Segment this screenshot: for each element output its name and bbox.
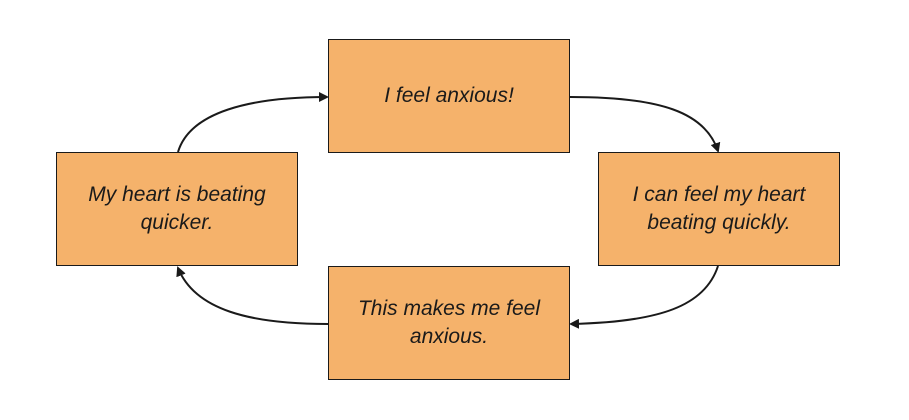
step-text-can-feel-heart: I can feel my heart beating quickly. — [632, 183, 806, 234]
arrow-left-to-top — [177, 92, 329, 153]
step-text-makes-me-anxious: This makes me feel anxious. — [357, 297, 541, 348]
cycle-step-box: I can feel my heart beating quickly. — [598, 152, 840, 266]
step-text-i-feel-anxious: I feel anxious! — [384, 84, 514, 107]
step-text-heart-beating-quicker: My heart is beating quicker. — [88, 183, 266, 234]
arrow-top-to-right — [569, 96, 721, 153]
arrow-right-to-bottom — [569, 265, 719, 329]
arrow-bottom-to-left — [176, 266, 329, 325]
cycle-step-box: This makes me feel anxious. — [328, 266, 570, 380]
cycle-step-box: My heart is beating quicker. — [56, 152, 298, 266]
cycle-step-box: I feel anxious! — [328, 39, 570, 153]
